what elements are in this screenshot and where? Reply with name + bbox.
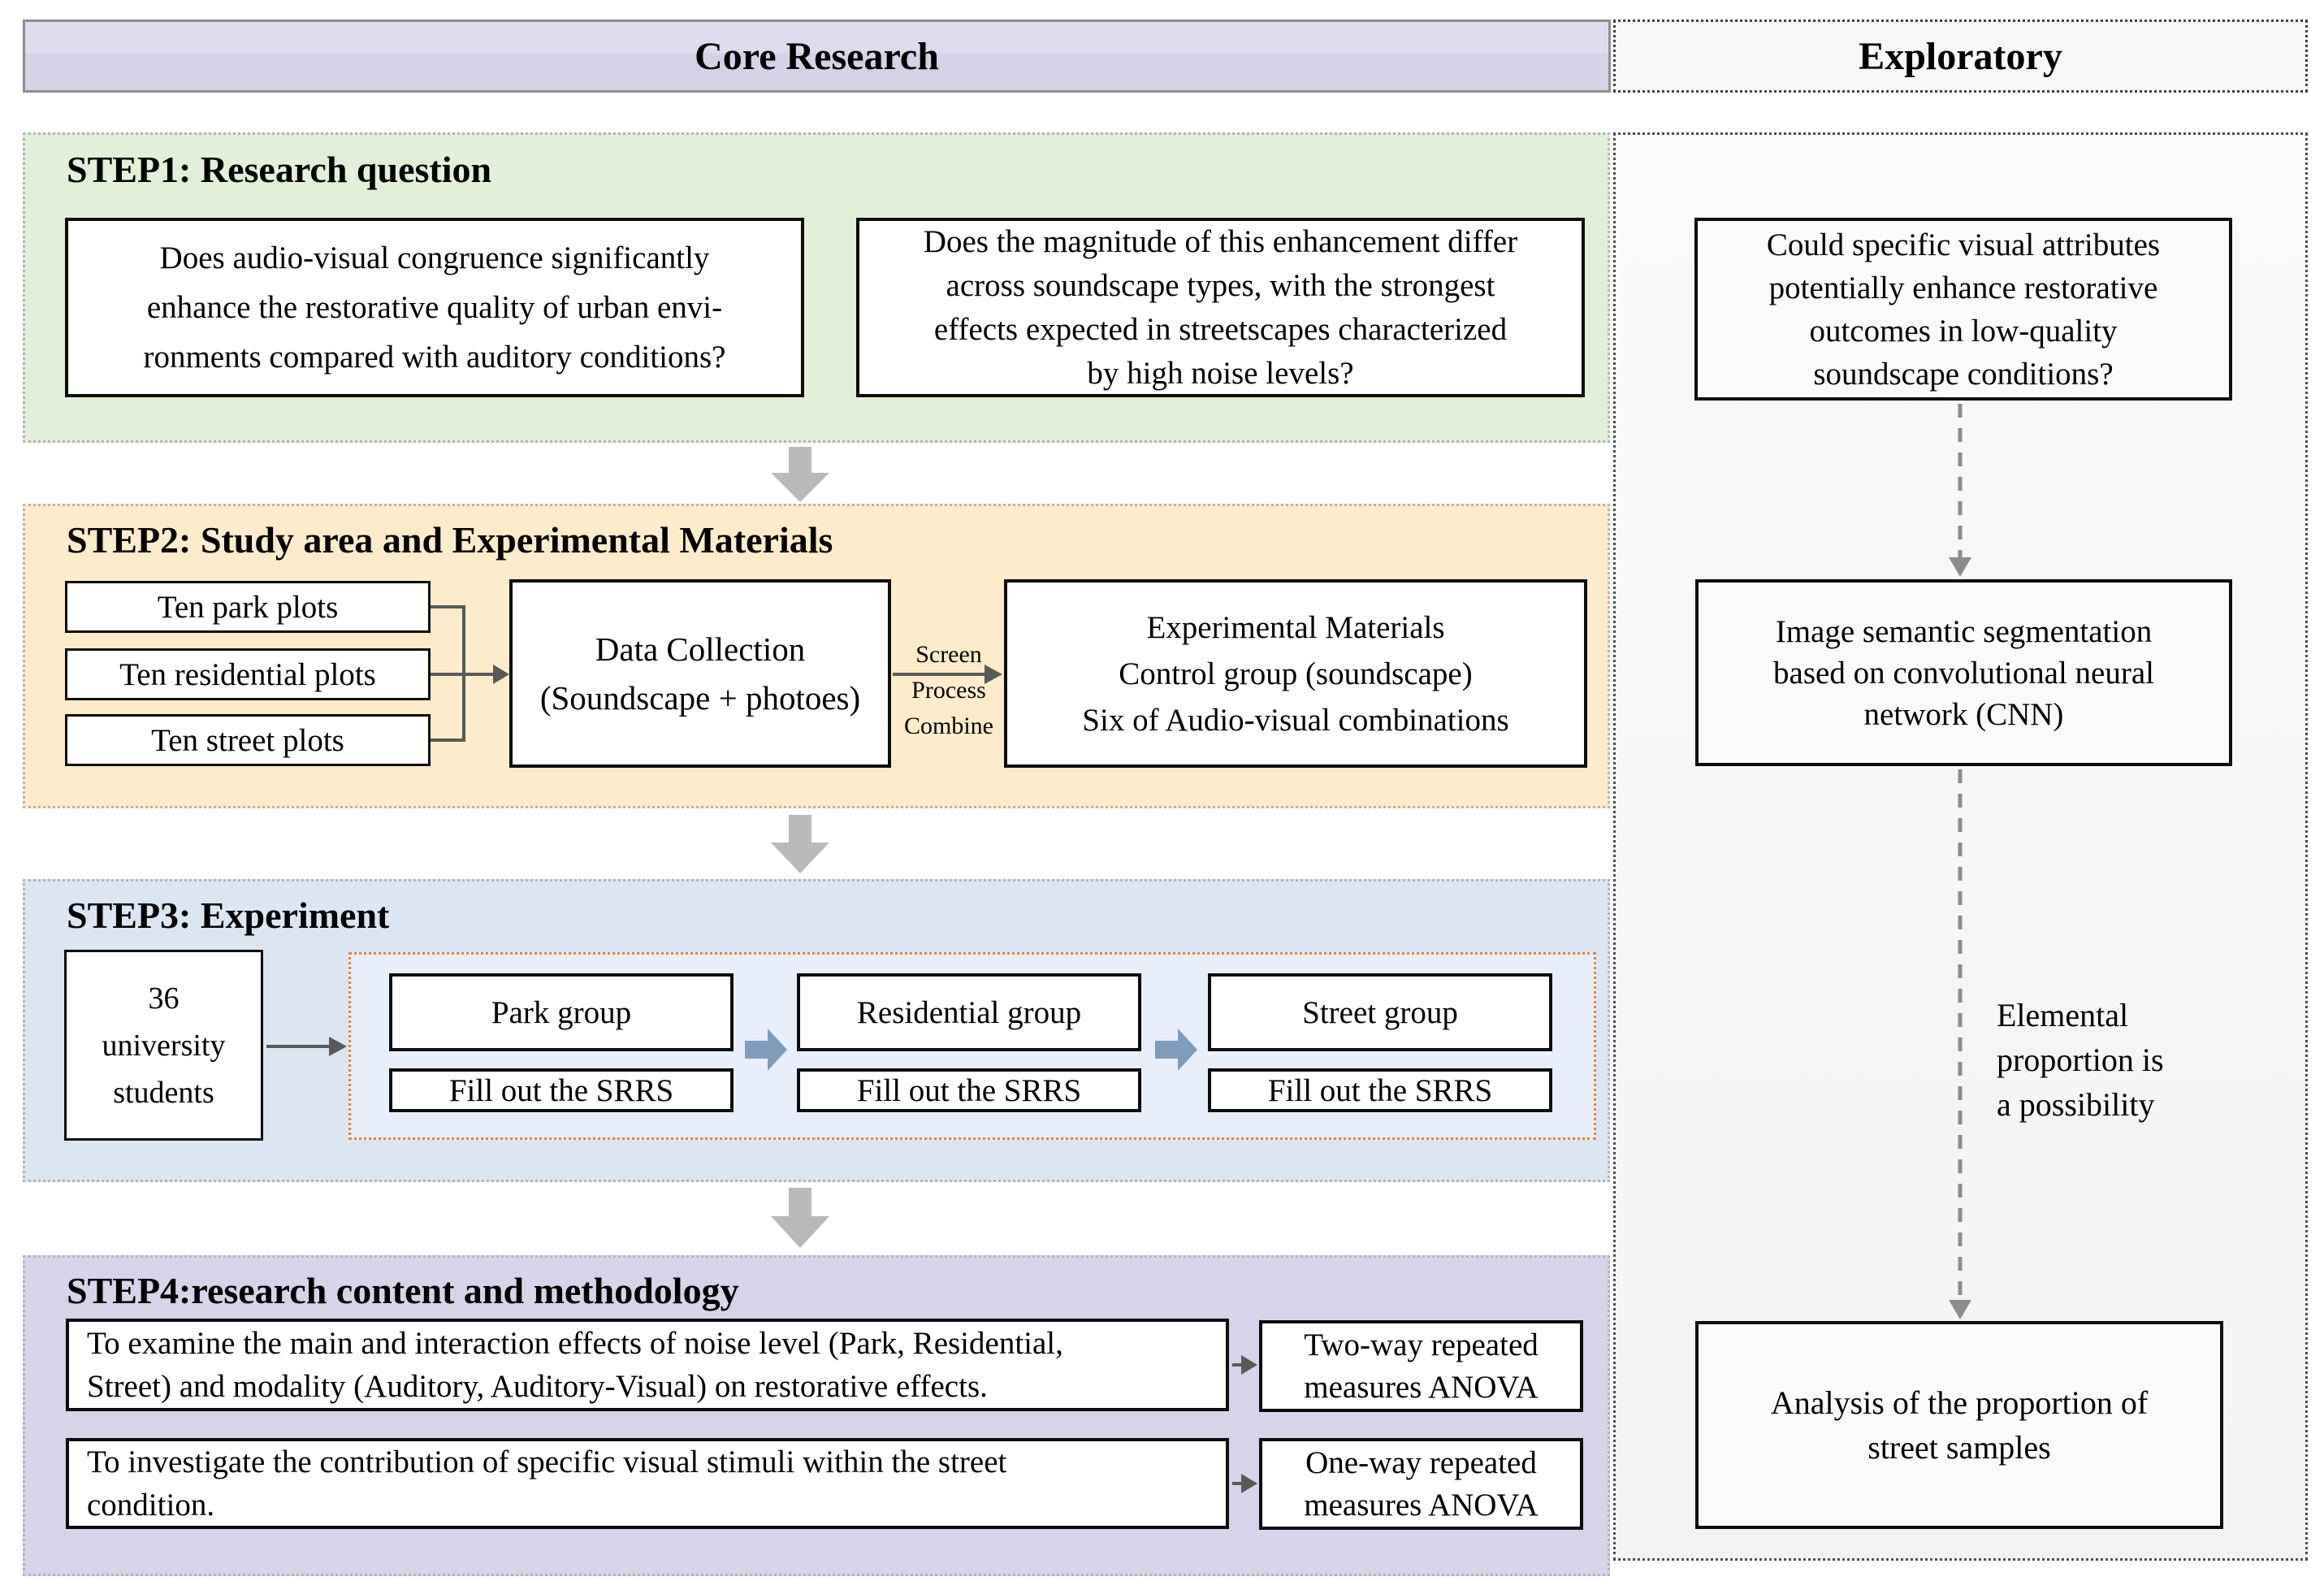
anova-one-way-box: One-way repeated measures ANOVA: [1259, 1438, 1583, 1530]
step1-question-left-box: Does audio-visual congruence significant…: [65, 218, 804, 397]
core-research-label: Core Research: [695, 34, 939, 78]
data-collection-box: Data Collection (Soundscape + photoes): [509, 579, 891, 768]
step4-content2-text: To investigate the contribution of speci…: [87, 1445, 1007, 1523]
step1-question-right-box: Does the magnitude of this enhancement d…: [856, 218, 1585, 397]
street-group-box: Street group: [1208, 973, 1552, 1051]
step4-content1-box: To examine the main and interaction effe…: [66, 1319, 1229, 1411]
anova-one-way-text: One-way repeated measures ANOVA: [1304, 1445, 1539, 1523]
anova-two-way-text: Two-way repeated measures ANOVA: [1304, 1327, 1539, 1405]
step4-title: STEP4:research content and methodology: [67, 1270, 739, 1311]
park-srrs-label: Fill out the SRRS: [448, 1072, 674, 1108]
street-plots-label: Ten street plots: [151, 722, 344, 758]
step2-to-step3-arrow-icon: [771, 815, 829, 873]
step4-content1-text: To examine the main and interaction effe…: [87, 1326, 1063, 1404]
exploratory-header: Exploratory: [1613, 19, 2308, 93]
street-srrs-box: Fill out the SRRS: [1208, 1068, 1552, 1112]
step1-question-right-text: Does the magnitude of this enhancement d…: [923, 223, 1518, 391]
experimental-materials-box: Experimental Materials Control group (so…: [1004, 579, 1587, 768]
step2-title: STEP2: Study area and Experimental Mater…: [67, 519, 833, 561]
step3-title: STEP3: Experiment: [67, 894, 390, 936]
street-srrs-label: Fill out the SRRS: [1267, 1072, 1493, 1108]
park-plots-box: Ten park plots: [65, 581, 431, 633]
step1-question-left-text: Does audio-visual congruence significant…: [143, 240, 726, 375]
anova-two-way-box: Two-way repeated measures ANOVA: [1259, 1320, 1583, 1412]
step1-to-step2-arrow-icon: [771, 447, 829, 502]
experimental-materials-text: Experimental Materials Control group (so…: [1082, 609, 1509, 738]
street-group-label: Street group: [1302, 994, 1458, 1030]
step1-title: STEP1: Research question: [67, 149, 492, 190]
analysis-text: Analysis of the proportion of street sam…: [1770, 1384, 2149, 1466]
segmentation-text: Image semantic segmentation based on con…: [1773, 613, 2154, 732]
park-group-label: Park group: [491, 994, 632, 1030]
elemental-note-text: Elemental proportion is a possibility: [1997, 997, 2164, 1123]
participants-text: 36 university students: [102, 981, 226, 1110]
core-research-header: Core Research: [23, 19, 1611, 93]
step3-to-step4-arrow-icon: [771, 1188, 829, 1248]
park-plots-label: Ten park plots: [157, 589, 339, 625]
residential-group-label: Residential group: [856, 994, 1082, 1030]
park-srrs-box: Fill out the SRRS: [389, 1068, 734, 1112]
participants-box: 36 university students: [64, 950, 263, 1141]
residential-plots-box: Ten residential plots: [65, 648, 431, 700]
step4-content2-box: To investigate the contribution of speci…: [66, 1438, 1229, 1529]
segmentation-box: Image semantic segmentation based on con…: [1695, 579, 2232, 766]
residential-srrs-label: Fill out the SRRS: [856, 1072, 1082, 1108]
exploratory-question-text: Could specific visual attributes potenti…: [1766, 227, 2161, 392]
street-plots-box: Ten street plots: [65, 714, 431, 766]
analysis-box: Analysis of the proportion of street sam…: [1695, 1321, 2223, 1529]
park-group-box: Park group: [389, 973, 734, 1051]
exploratory-label: Exploratory: [1859, 34, 2062, 78]
data-collection-text: Data Collection (Soundscape + photoes): [539, 630, 861, 717]
residential-srrs-box: Fill out the SRRS: [797, 1068, 1141, 1112]
residential-group-box: Residential group: [797, 973, 1141, 1051]
residential-plots-label: Ten residential plots: [119, 656, 376, 692]
screen-process-combine-label: Screen Process Combine: [904, 641, 993, 739]
exploratory-question-box: Could specific visual attributes potenti…: [1694, 218, 2232, 401]
